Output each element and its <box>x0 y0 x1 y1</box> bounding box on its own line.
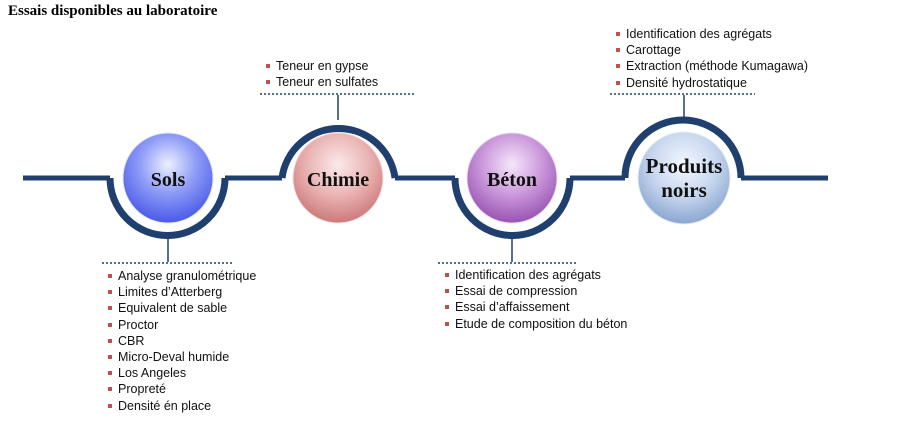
bullet-icon <box>108 322 112 327</box>
node-label-chimie: Chimie <box>307 169 369 191</box>
beton-test-list: Identification des agrégats Essai de com… <box>445 267 627 332</box>
arc-noirs <box>621 116 745 179</box>
node-label-sols: Sols <box>151 169 186 191</box>
list-item-label: Los Angeles <box>118 366 187 381</box>
list-item-label: Densité hydrostatique <box>626 75 747 90</box>
bullet-icon <box>616 80 620 85</box>
list-item-label: Analyse granulométrique <box>118 269 257 283</box>
bullet-icon <box>108 274 112 278</box>
node-label-noirs-line1: Produits <box>646 154 723 178</box>
bullet-icon <box>445 289 449 294</box>
bullet-icon <box>108 403 112 408</box>
arc-chimie <box>278 125 399 179</box>
bullet-icon <box>108 338 112 343</box>
list-item: Los Angeles <box>108 365 256 381</box>
bullet-icon <box>445 321 449 326</box>
node-label-noirs-line2: noirs <box>661 178 707 202</box>
list-item: Identification des agrégats <box>445 267 627 283</box>
bullet-icon <box>266 64 270 68</box>
list-item: Etude de composition du béton <box>445 316 627 332</box>
bullet-icon <box>266 80 270 85</box>
node-beton: Béton <box>466 132 558 224</box>
bullet-icon <box>108 355 112 360</box>
arc-sols <box>106 177 229 239</box>
list-item: Densité én place <box>108 398 256 414</box>
list-item-label: Proctor <box>118 317 159 332</box>
bullet-icon <box>616 48 620 53</box>
list-item-label: Densité én place <box>118 398 212 413</box>
list-item-label: Limites d’Atterberg <box>118 285 223 300</box>
arc-beton <box>451 177 574 239</box>
list-item-label: Equivalent de sable <box>118 301 228 316</box>
page-title: Essais disponibles au laboratoire <box>8 3 218 19</box>
list-item-label: Extraction (méthode Kumagawa) <box>626 59 809 74</box>
bullet-icon <box>108 290 112 295</box>
list-item: Densité hydrostatique <box>616 75 808 91</box>
list-item-label: Teneur en sulfates <box>276 75 379 90</box>
list-item: Analyse granulométrique <box>108 268 256 284</box>
list-item-label: Identification des agrégats <box>455 268 601 282</box>
connectors <box>102 93 755 264</box>
bullet-icon <box>616 32 620 36</box>
timeline-arcs <box>106 116 745 239</box>
list-item-label: Teneur en gypse <box>276 59 369 73</box>
list-item-label: Identification des agrégats <box>626 27 772 41</box>
list-item: Teneur en sulfates <box>266 74 378 90</box>
sols-test-list: Analyse granulométrique Limites d’Atterb… <box>108 268 256 414</box>
list-item-label: Carottage <box>626 43 681 58</box>
list-item-label: Propreté <box>118 382 166 397</box>
bullet-icon <box>445 305 449 310</box>
list-item: Essai de compression <box>445 283 627 299</box>
node-chimie: Chimie <box>292 132 384 224</box>
node-label-beton: Béton <box>487 169 537 191</box>
list-item: Equivalent de sable <box>108 300 256 316</box>
bullet-icon <box>616 64 620 69</box>
list-item: Identification des agrégats <box>616 26 808 42</box>
list-item: Essai d’affaissement <box>445 299 627 315</box>
produits-noirs-test-list: Identification des agrégats Carottage Ex… <box>616 26 808 91</box>
list-item-label: Micro-Deval humide <box>118 350 230 365</box>
list-item: Carottage <box>616 42 808 58</box>
bullet-icon <box>108 306 112 311</box>
node-sols: Sols <box>122 132 214 224</box>
chimie-test-list: Teneur en gypse Teneur en sulfates <box>266 58 378 90</box>
node-noirs: Produits noirs <box>637 131 731 225</box>
bullet-icon <box>108 387 112 392</box>
bullet-icon <box>445 273 449 277</box>
list-item: Micro-Deval humide <box>108 349 256 365</box>
list-item-label: Essai d’affaissement <box>455 300 570 315</box>
list-item: CBR <box>108 333 256 349</box>
bullet-icon <box>108 371 112 376</box>
list-item: Extraction (méthode Kumagawa) <box>616 58 808 74</box>
list-item-label: Essai de compression <box>455 284 578 299</box>
list-item-label: Etude de composition du béton <box>455 316 628 331</box>
list-item: Limites d’Atterberg <box>108 284 256 300</box>
list-item: Propreté <box>108 381 256 397</box>
list-item: Proctor <box>108 317 256 333</box>
list-item-label: CBR <box>118 333 145 348</box>
list-item: Teneur en gypse <box>266 58 378 74</box>
